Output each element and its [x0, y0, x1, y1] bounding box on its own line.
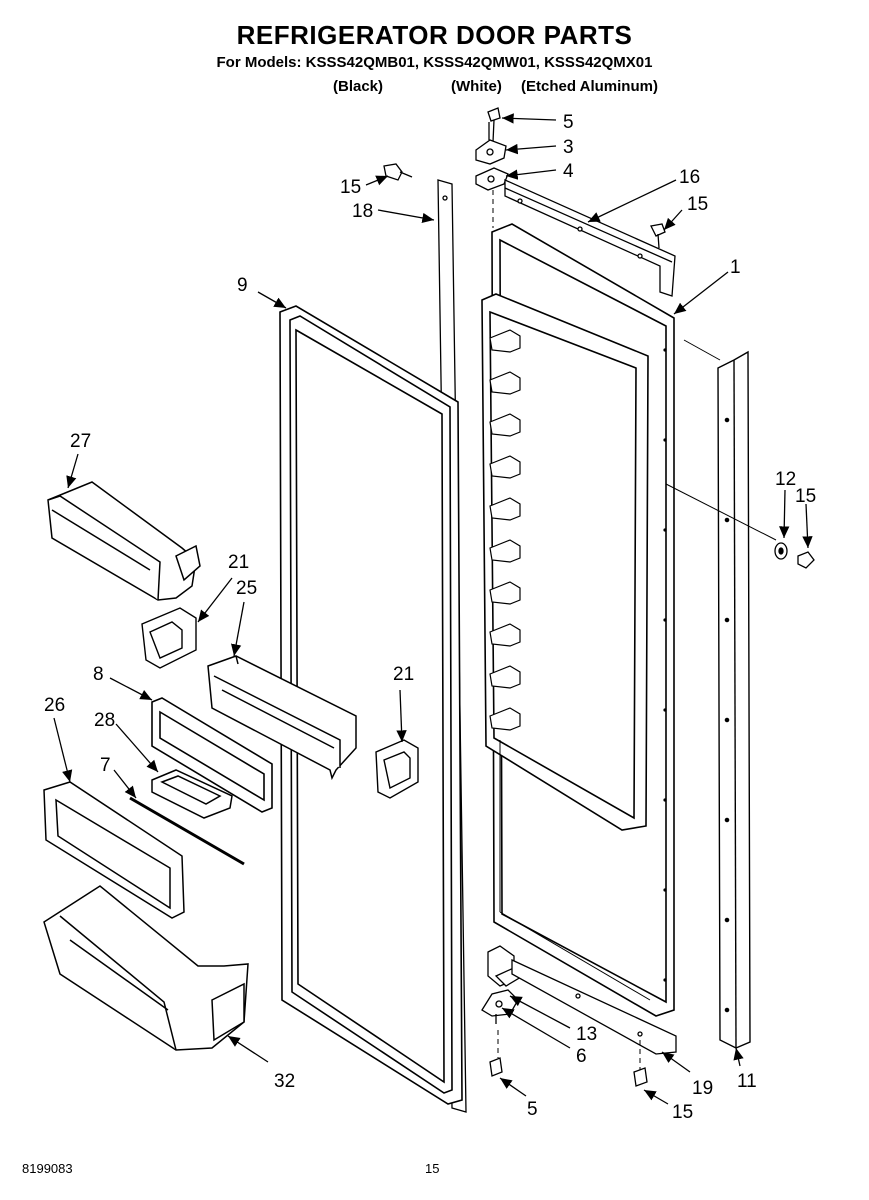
top-trim-icon: [504, 178, 676, 297]
callout-28: 28: [94, 710, 115, 731]
callout-11: 11: [737, 1071, 757, 1092]
document-number: 8199083: [22, 1161, 73, 1176]
bottom-hinge-icon: [481, 989, 519, 1024]
door-bin-26-icon: [43, 781, 185, 919]
callout-5-top: 5: [563, 112, 574, 133]
door-edge-holes-icon: [663, 348, 667, 982]
callout-18: 18: [352, 201, 373, 222]
door-bin-27-icon: [47, 481, 201, 601]
callout-3: 3: [563, 137, 574, 158]
screw-icon: [489, 1057, 503, 1077]
callout-15-bottom: 15: [672, 1102, 693, 1123]
callout-15-right: 15: [795, 486, 816, 507]
screw-icon: [650, 223, 666, 249]
page-title: REFRIGERATOR DOOR PARTS: [236, 20, 633, 50]
screw-icon: [633, 1067, 648, 1087]
variant-white: (White): [451, 78, 502, 95]
callout-6: 6: [576, 1046, 587, 1067]
callout-13: 13: [576, 1024, 597, 1045]
rod-icon: [129, 796, 245, 866]
callout-4: 4: [563, 161, 574, 182]
models-line: For Models: KSSS42QMB01, KSSS42QMW01, KS…: [216, 54, 653, 71]
callout-19: 19: [692, 1078, 713, 1099]
callout-21-right: 21: [393, 664, 414, 685]
callout-12: 12: [775, 469, 796, 490]
dairy-bin-25-icon: [207, 655, 357, 781]
callout-8: 8: [93, 664, 104, 685]
screw-icon: [797, 551, 815, 569]
callout-16: 16: [679, 167, 700, 188]
bin-bracket-right-icon: [375, 739, 419, 799]
callout-7: 7: [100, 755, 111, 776]
page-number: 15: [425, 1161, 440, 1176]
bin-bracket-left-icon: [141, 607, 197, 669]
tray-icon: [151, 769, 233, 819]
door-panel-icon: [481, 223, 675, 1017]
callout-5-bottom: 5: [527, 1099, 538, 1120]
hinge-shim-icon: [475, 167, 509, 191]
callout-26: 26: [44, 695, 65, 716]
door-bin-32-icon: [43, 885, 249, 1051]
door-shelf-supports-icon: [489, 329, 521, 731]
callout-1: 1: [730, 257, 741, 278]
washer-icon: [774, 542, 788, 560]
callout-9: 9: [237, 275, 248, 296]
variant-etched-aluminum: (Etched Aluminum): [521, 78, 658, 95]
top-hinge-icon: [475, 139, 507, 165]
screw-icon: [383, 163, 413, 181]
callout-27: 27: [70, 431, 91, 452]
door-gasket-icon: [279, 305, 463, 1105]
callout-15-top-left: 15: [340, 177, 361, 198]
side-trim-icon: [717, 350, 751, 1049]
dairy-door-frame-icon: [151, 697, 273, 813]
page-header: REFRIGERATOR DOOR PARTS For Models: KSSS…: [0, 0, 869, 110]
leader-lines: [53, 113, 813, 1105]
callout-32: 32: [274, 1071, 295, 1092]
variant-black: (Black): [333, 78, 384, 95]
top-hinge-screw-icon: [487, 107, 501, 143]
callout-21-left: 21: [228, 552, 249, 573]
callout-25: 25: [236, 578, 257, 599]
callout-15-top-right: 15: [687, 194, 708, 215]
